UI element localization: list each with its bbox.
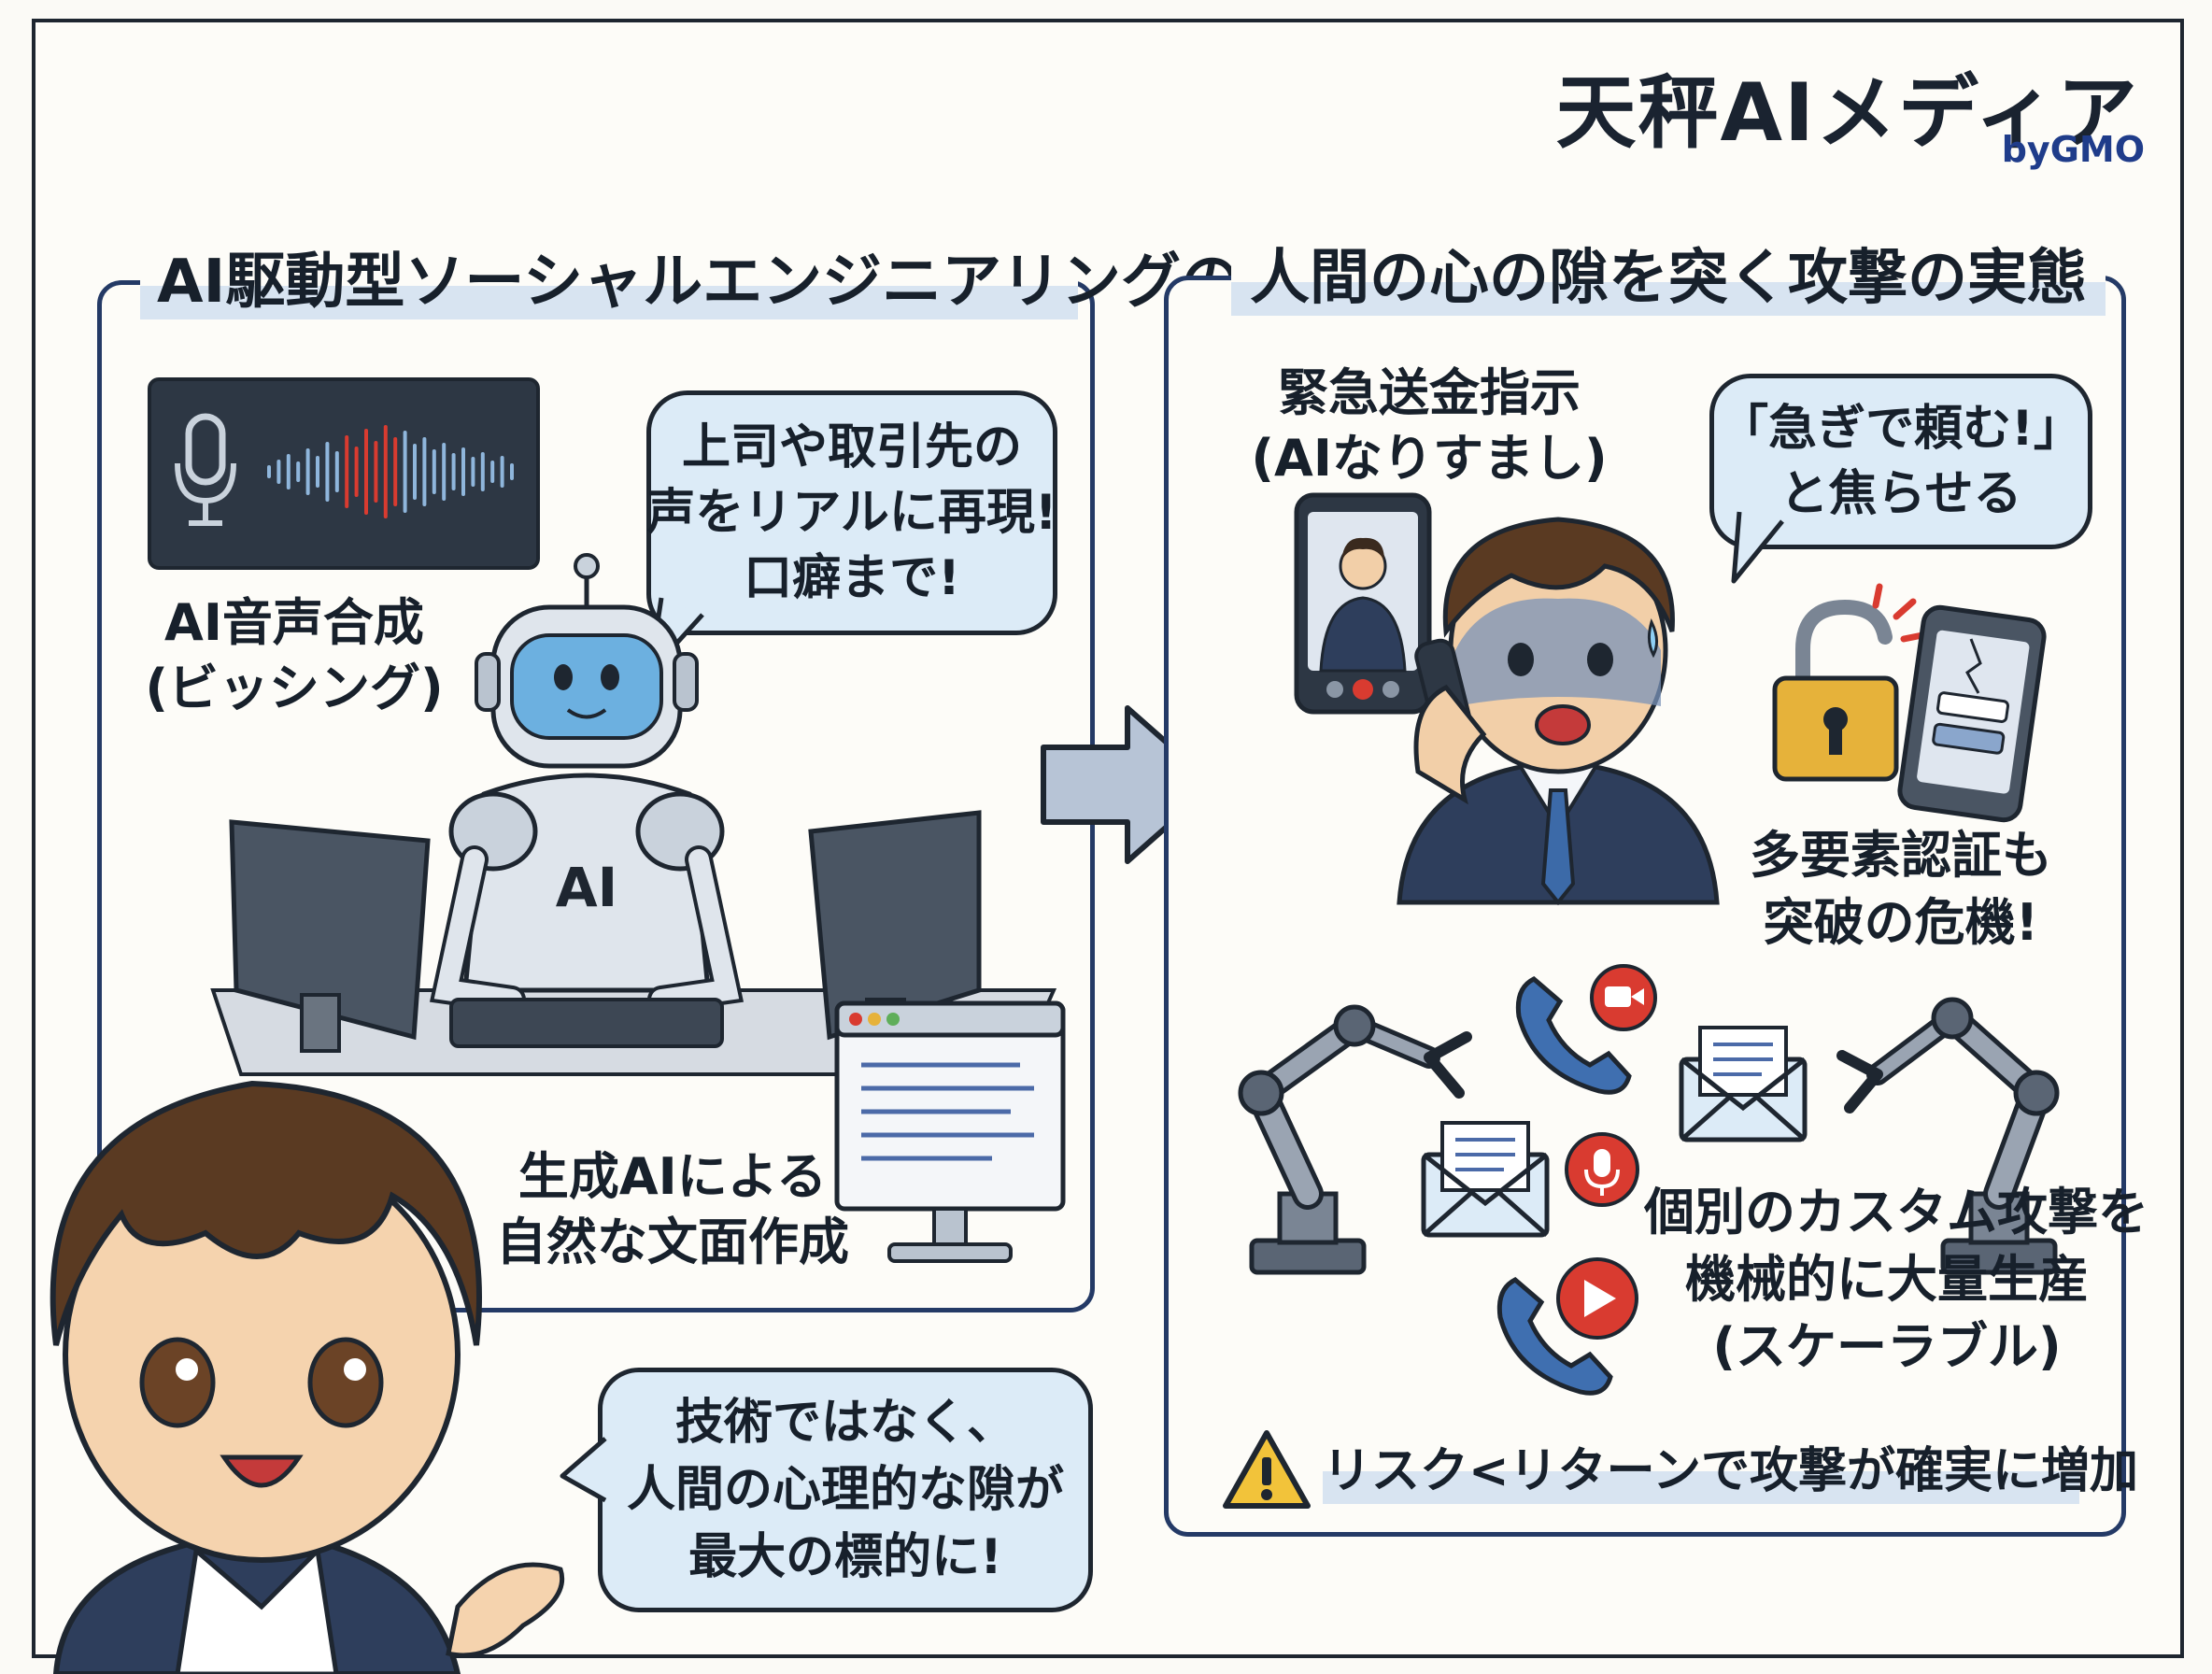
padlock-icon	[1772, 583, 1926, 782]
robotic-arm-icon	[1238, 1004, 1472, 1275]
envelope-icon-right	[1679, 1026, 1808, 1142]
voice-label-line-2: (ビッシング)	[145, 659, 444, 717]
broken-phone-icon	[1897, 604, 2047, 823]
warning-icon	[1223, 1430, 1311, 1509]
presenter-line-1: 技術ではなく、	[674, 1395, 1015, 1451]
brand-byline: byGMO	[2001, 129, 2145, 170]
urgent-call-label: 緊急送金指示 (AIなりすまし)	[1242, 361, 1616, 491]
voice-label-line-1: AI音声合成	[164, 593, 424, 652]
robot-speech-bubble: 上司や取引先の 声をリアルに再現! 口癖まで!	[646, 390, 1057, 635]
call-label-line-1: 緊急送金指示	[1278, 363, 1581, 422]
scale-label-line-2: 機械的に大量生産	[1685, 1250, 2089, 1309]
pressure-speech-bubble: 「急ぎで頼む!」 と焦らせる	[1709, 374, 2092, 549]
pressure-line-1: 「急ぎで頼む!」	[1720, 401, 2082, 457]
presenter-line-3: 最大の標的に!	[688, 1529, 1002, 1585]
pressure-line-2: と焦らせる	[1780, 466, 2022, 522]
left-monitor	[229, 819, 431, 1053]
voice-synthesis-label: AI音声合成 (ビッシング)	[140, 590, 448, 721]
text-label-line-1: 生成AIによる	[518, 1147, 828, 1206]
mfa-label-line-1: 多要素認証も	[1750, 826, 2052, 885]
sound-wave-icon	[267, 425, 514, 518]
presenter-line-2: 人間の心理的な隙が	[626, 1462, 1064, 1518]
brand-name: 天秤AIメディア	[1555, 66, 2139, 160]
robot-bubble-line-3: 口癖まで!	[744, 550, 960, 606]
pressure-bubble-tail	[1731, 511, 1784, 584]
robot-chest-label: AI	[556, 856, 617, 919]
robot-icon	[429, 553, 744, 1048]
smartphone-icon	[1294, 492, 1432, 715]
scale-label-line-1: 個別のカスタム攻撃を	[1644, 1183, 2148, 1241]
microphone-alert-icon	[1565, 1132, 1639, 1207]
mfa-label-line-2: 突破の危機!	[1763, 893, 2039, 952]
browser-window-icon	[834, 1000, 1066, 1263]
right-panel-title: 人間の心の隙を突く攻撃の実態	[1231, 241, 2106, 316]
mfa-risk-label: 多要素認証も 突破の危機!	[1747, 822, 2055, 957]
mass-production-label: 個別のカスタム攻撃を 機械的に大量生産 (スケーラブル)	[1644, 1179, 2148, 1381]
text-label-line-2: 自然な文面作成	[496, 1213, 849, 1271]
microphone-icon	[175, 413, 236, 526]
worried-employee-illustration	[1397, 517, 1720, 906]
play-icon	[1584, 1280, 1616, 1317]
phone-play-icon	[1496, 1257, 1638, 1396]
presenter-bubble-tail	[560, 1437, 607, 1503]
robotic-arm-icon-right	[1836, 997, 2060, 1275]
scale-label-line-3: (スケーラブル)	[1712, 1317, 2062, 1376]
warning-text: リスク<リターンで攻撃が確実に増加	[1323, 1439, 2138, 1504]
call-label-line-2: (AIなりすまし)	[1251, 429, 1608, 488]
robot-workstation-illustration: AI	[210, 553, 1057, 1076]
text-generation-label: 生成AIによる 自然な文面作成	[476, 1144, 869, 1275]
robot-bubble-line-1: 上司や取引先の	[681, 419, 1022, 475]
envelope-icon	[1421, 1121, 1550, 1238]
robot-bubble-line-2: 声をリアルに再現!	[646, 485, 1057, 541]
presenter-speech-bubble: 技術ではなく、 人間の心理的な隙が 最大の標的に!	[598, 1368, 1093, 1612]
left-panel-title: AI駆動型ソーシャルエンジニアリングの準備	[140, 245, 1360, 319]
phone-icon	[1515, 964, 1657, 1095]
presenter-character	[50, 1080, 565, 1674]
